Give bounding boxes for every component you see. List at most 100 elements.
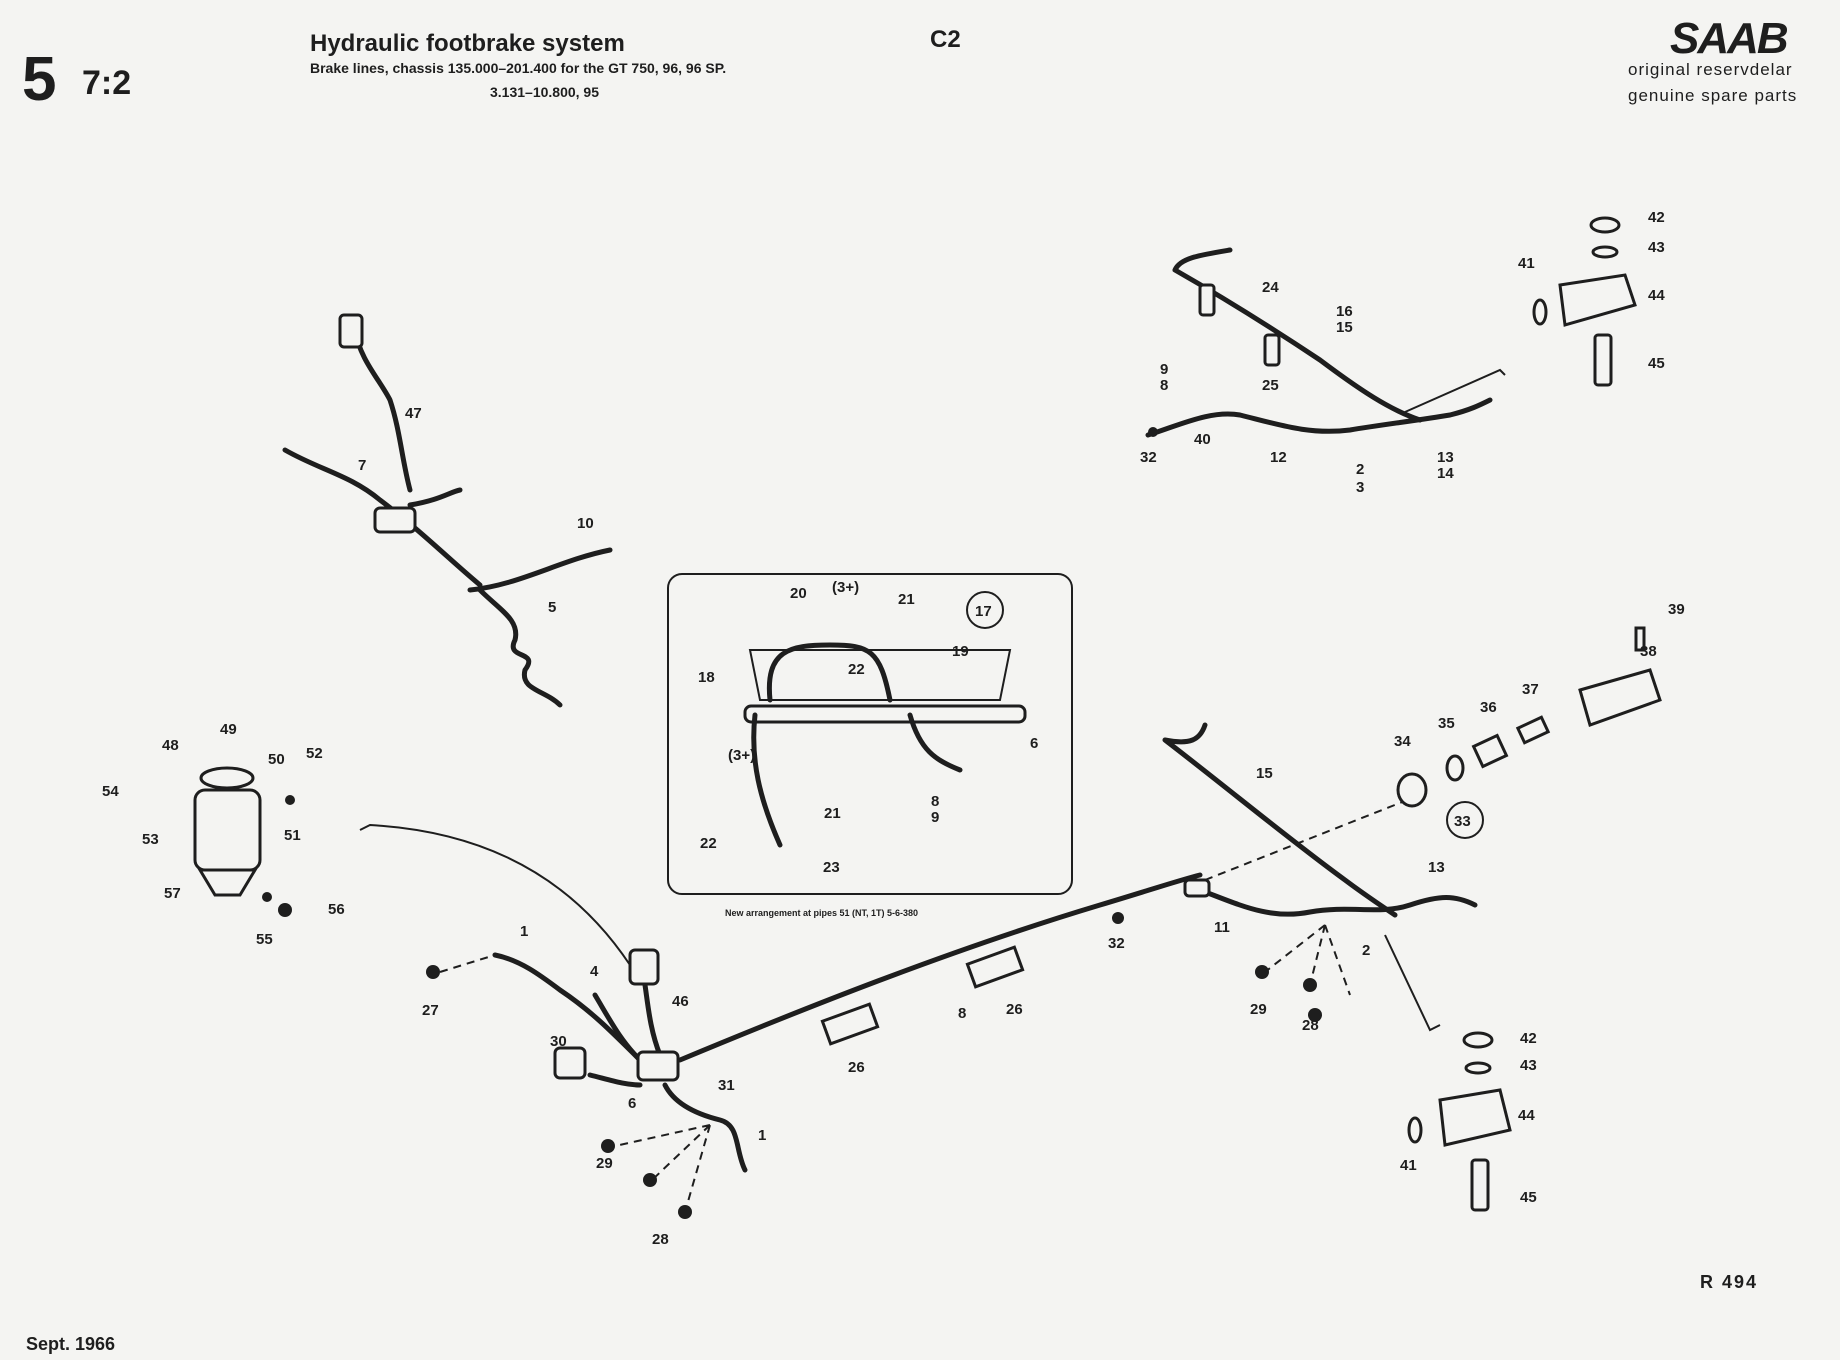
- reservoir-body-53: [193, 788, 262, 872]
- part-label-32b: 32: [1108, 935, 1125, 952]
- reservoir-cap-49: [199, 766, 255, 790]
- part-label-20: 20: [790, 585, 807, 602]
- brake-fluid-reservoir: [193, 766, 631, 966]
- part-label-2b: 2: [1362, 942, 1370, 959]
- inset-master-cylinder: [743, 704, 1027, 724]
- brand-line-2: genuine spare parts: [1628, 86, 1798, 105]
- screw-39: [1634, 626, 1646, 652]
- inset-pipe-right: [907, 712, 963, 773]
- part-label-8c: 8: [958, 1005, 966, 1022]
- part-label-37: 37: [1522, 681, 1539, 698]
- pipe-7: [282, 447, 483, 588]
- callout-33: 33: [1454, 813, 1471, 830]
- page-subtitle-line2: 3.131–10.800, 95: [490, 84, 599, 100]
- pipe-47: [352, 327, 413, 493]
- pipe-6-lower: [587, 1072, 643, 1088]
- pipe-12: [1145, 397, 1493, 438]
- part-label-9b: 9: [931, 809, 939, 826]
- grommet-29-lower: [601, 1139, 615, 1153]
- dashline-27: [439, 954, 496, 973]
- arrow-reservoir: [359, 823, 631, 966]
- part-label-13b: 13: [1428, 859, 1445, 876]
- part-label-43a: 43: [1648, 239, 1665, 256]
- part-label-36: 36: [1480, 699, 1497, 716]
- page-code: C2: [930, 26, 961, 53]
- valve-assembly-33: [1396, 626, 1662, 839]
- arrow-lower-right: [1384, 934, 1441, 1032]
- part-label-30: 30: [550, 1033, 567, 1050]
- bolt-45-upper: [1593, 333, 1613, 387]
- page-subtitle-line1: Brake lines, chassis 135.000–201.400 for…: [310, 60, 727, 76]
- part-label-11: 11: [1214, 919, 1230, 936]
- upper-left-pipe-assembly: [282, 313, 613, 708]
- part-label-13a: 13: [1437, 449, 1454, 466]
- lower-right-grommets: [1255, 924, 1351, 1022]
- part-label-3: 3: [1356, 479, 1364, 496]
- part-label-53: 53: [142, 831, 159, 848]
- brand-line-1: original reservdelar: [1628, 60, 1793, 79]
- pipe-stub-upper-left: [407, 487, 463, 508]
- part-label-8a: 8: [1160, 377, 1168, 394]
- part-label-34: 34: [1394, 733, 1411, 750]
- inset-crossmember: [748, 649, 1012, 701]
- union-36: [1471, 733, 1509, 769]
- part-label-29a: 29: [596, 1155, 613, 1172]
- grommet-32-upper: [1148, 427, 1158, 437]
- pipe-16: [1172, 247, 1423, 423]
- part-label-54: 54: [102, 783, 119, 800]
- part-label-6b: 6: [628, 1095, 636, 1112]
- callout-17: 17: [975, 603, 992, 620]
- pipe-13-main: [1197, 887, 1478, 917]
- part-label-26b: 26: [1006, 1001, 1023, 1018]
- part-label-10: 10: [577, 515, 594, 532]
- part-label-45b: 45: [1520, 1189, 1537, 1206]
- switch-30: [553, 1046, 587, 1080]
- clamp-26-left: [820, 1002, 880, 1046]
- reservoir-bottom: [197, 868, 258, 897]
- part-label-38: 38: [1640, 643, 1657, 660]
- section-number: 5: [22, 45, 57, 114]
- nut-56: [278, 903, 292, 917]
- upper-right-pipe-assembly: [1145, 247, 1506, 438]
- part-label-9a: 9: [1160, 361, 1168, 378]
- part-label-15a: 15: [1336, 319, 1353, 336]
- part-label-16: 16: [1336, 303, 1353, 320]
- pipe-46: [642, 982, 663, 1058]
- t-piece-upper-exploded: [1532, 216, 1637, 387]
- washer-41-lower: [1407, 1116, 1423, 1144]
- part-label-29b: 29: [1250, 1001, 1267, 1018]
- part-label-40: 40: [1194, 431, 1211, 448]
- union-31: [636, 1050, 680, 1082]
- part-label-8b: 8: [931, 793, 939, 810]
- washer-43-upper: [1591, 245, 1619, 259]
- part-label-28b: 28: [1302, 1017, 1319, 1034]
- grommet-28-lower-a: [643, 1173, 657, 1187]
- inset-dim-label: (3+): [832, 579, 859, 596]
- pipe-8-main: [677, 872, 1203, 1063]
- nipple-51: [285, 795, 295, 805]
- part-number-labels: 4771052416152598324012231314424341444520…: [102, 209, 1685, 1248]
- part-label-43b: 43: [1520, 1057, 1537, 1074]
- pipe-4: [592, 992, 643, 1063]
- clip-24-upper: [1198, 283, 1216, 317]
- part-label-48: 48: [162, 737, 179, 754]
- pipe-5: [477, 587, 563, 708]
- part-label-25: 25: [1262, 377, 1279, 394]
- part-label-12: 12: [1270, 449, 1287, 466]
- part-label-42b: 42: [1520, 1030, 1537, 1047]
- inset-new-arrangement: [667, 573, 1073, 895]
- washer-41-upper: [1532, 298, 1548, 326]
- clip-25: [1263, 333, 1281, 367]
- part-label-41a: 41: [1518, 255, 1535, 272]
- part-label-15b: 15: [1256, 765, 1273, 782]
- t-piece-44-upper: [1558, 273, 1637, 327]
- part-label-4: 4: [590, 963, 599, 980]
- part-label-50: 50: [268, 751, 285, 768]
- part-label-19: 19: [952, 643, 969, 660]
- part-label-46: 46: [672, 993, 689, 1010]
- inset-pipe-upper: [766, 642, 893, 703]
- dashlines-lower-right: [1264, 924, 1351, 996]
- grommet-32-main: [1112, 912, 1124, 924]
- part-label-6a: 6: [1030, 735, 1038, 752]
- dashline-33: [1204, 794, 1421, 881]
